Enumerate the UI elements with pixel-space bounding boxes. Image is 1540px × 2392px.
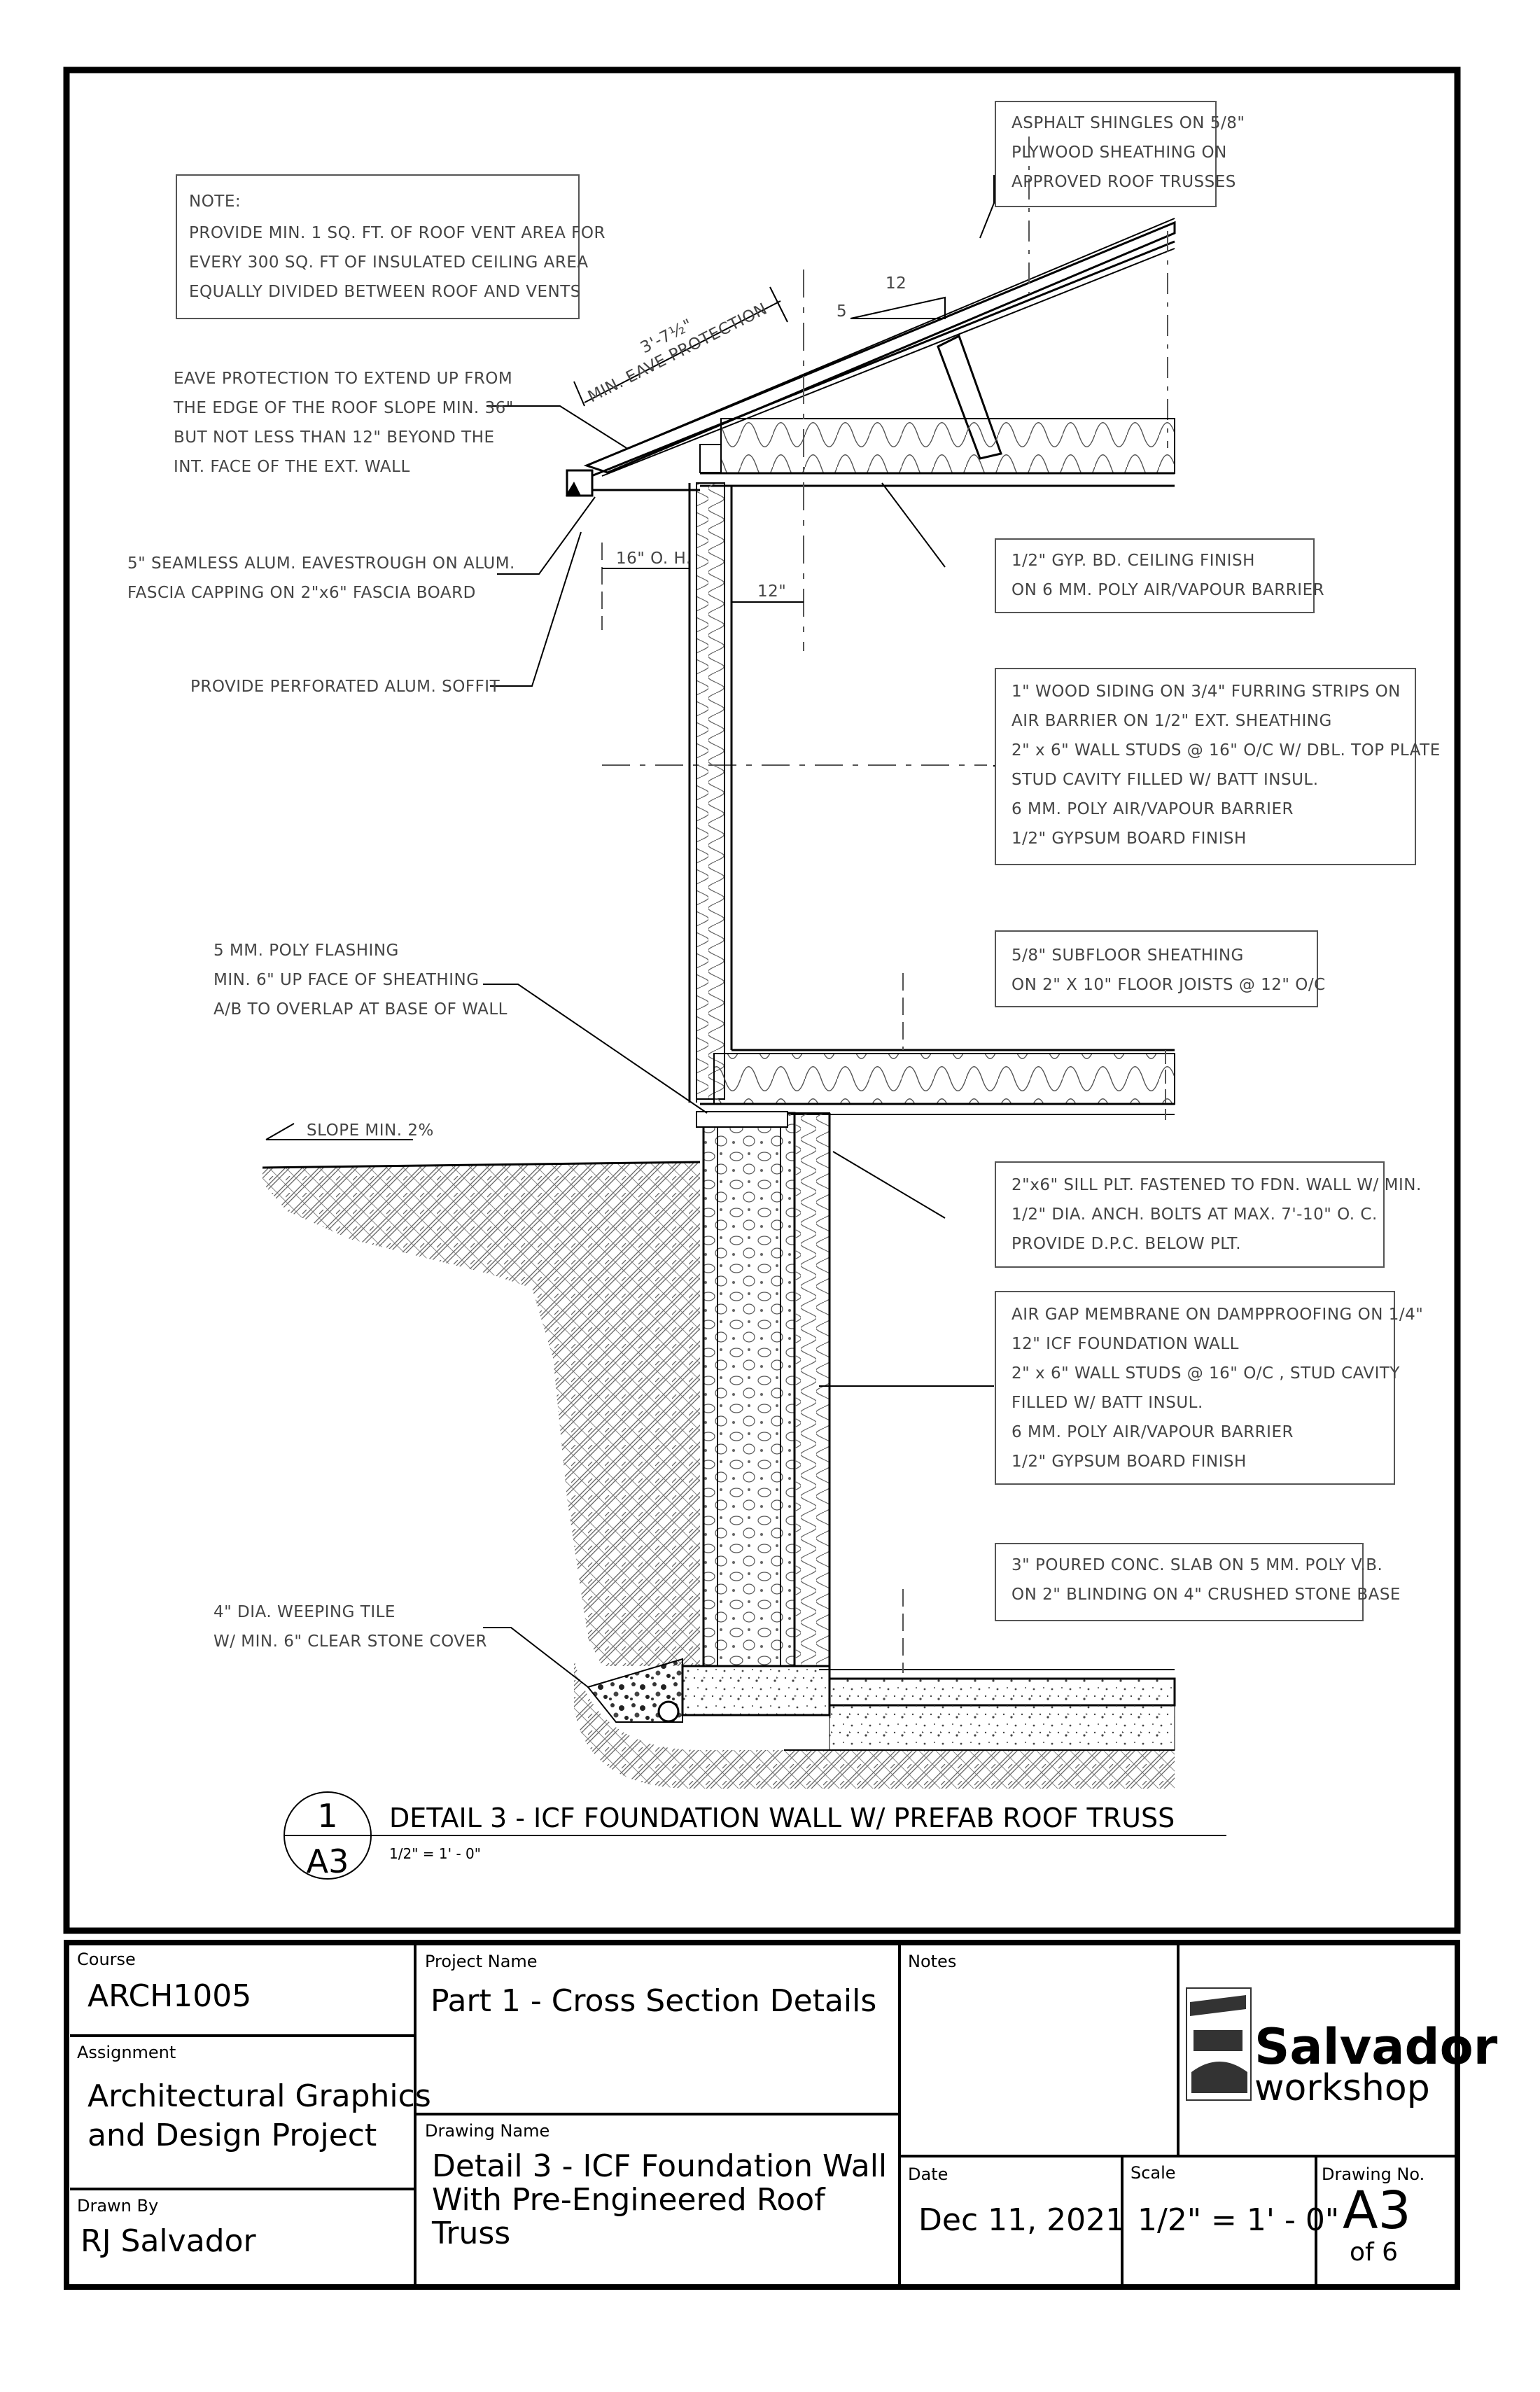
- detail-title: 1 A3 DETAIL 3 - ICF FOUNDATION WALL W/ P…: [284, 1791, 1226, 1880]
- note-title: NOTE:: [189, 193, 241, 211]
- drawing-of: of 6: [1350, 2238, 1399, 2267]
- drawn-by-value: RJ Salvador: [80, 2223, 256, 2259]
- logo-name: Salvador: [1254, 2018, 1498, 2076]
- title-block: [64, 1940, 1460, 2290]
- assignment-label: Assignment: [77, 2043, 176, 2062]
- sill-note-box: [995, 1161, 1385, 1268]
- eave-dimension-label: MIN. EAVE PROTECTION: [585, 300, 770, 406]
- ceiling-note: ON 6 MM. POLY AIR/VAPOUR BARRIER: [1011, 581, 1324, 599]
- drawing-name-value: Truss: [432, 2216, 511, 2251]
- sill-note: 2"x6" SILL PLT. FASTENED TO FDN. WALL W/…: [1011, 1176, 1422, 1194]
- eavestrough-note: 5" SEAMLESS ALUM. EAVESTROUGH ON ALUM.: [127, 554, 515, 573]
- earth-fill: [262, 1162, 700, 1666]
- foundation-note: 6 MM. POLY AIR/VAPOUR BARRIER: [1011, 1423, 1294, 1441]
- overhang-dimension: 16" O. H.: [616, 550, 692, 568]
- floor-assembly: [700, 973, 1175, 1120]
- slab-note: ON 2" BLINDING ON 4" CRUSHED STONE BASE: [1011, 1586, 1401, 1604]
- note-box: [176, 174, 580, 319]
- detail-number: 1: [317, 1797, 337, 1835]
- flashing-note: 5 MM. POLY FLASHING: [214, 942, 399, 960]
- drawing-no-label: Drawing No.: [1322, 2164, 1425, 2184]
- drawing-name-value: With Pre-Engineered Roof: [432, 2182, 825, 2218]
- twelve-dimension: 12": [757, 582, 786, 601]
- foundation-note: 12" ICF FOUNDATION WALL: [1011, 1335, 1239, 1353]
- flashing-note: A/B TO OVERLAP AT BASE OF WALL: [214, 1000, 507, 1019]
- course-label: Course: [77, 1950, 136, 1969]
- foundation-note: AIR GAP MEMBRANE ON DAMPPROOFING ON 1/4": [1011, 1306, 1423, 1324]
- eavestrough-note: FASCIA CAPPING ON 2"x6" FASCIA BOARD: [127, 584, 476, 602]
- drawing-border: [63, 67, 1461, 1934]
- drawing-no-value: A3: [1343, 2181, 1411, 2241]
- logo-sub: workshop: [1254, 2067, 1430, 2109]
- ceiling-note-box: [995, 538, 1315, 613]
- gravel: [587, 1658, 683, 1723]
- drawn-by-label: Drawn By: [77, 2196, 159, 2216]
- slab: [828, 1677, 1176, 1707]
- wall-note: AIR BARRIER ON 1/2" EXT. SHEATHING: [1011, 712, 1332, 730]
- weeping-note: 4" DIA. WEEPING TILE: [214, 1603, 396, 1621]
- roof-note: APPROVED ROOF TRUSSES: [1011, 173, 1236, 191]
- subfloor-note-box: [995, 930, 1318, 1007]
- subfloor-note: 5/8" SUBFLOOR SHEATHING: [1011, 946, 1244, 965]
- date-label: Date: [908, 2164, 948, 2184]
- slope-rise: 5: [836, 302, 847, 321]
- wall-note: STUD CAVITY FILLED W/ BATT INSUL.: [1011, 771, 1319, 789]
- detail-title-text: DETAIL 3 - ICF FOUNDATION WALL W/ PREFAB…: [389, 1803, 1175, 1833]
- footing: [681, 1665, 831, 1716]
- sill-note: 1/2" DIA. ANCH. BOLTS AT MAX. 7'-10" O. …: [1011, 1205, 1378, 1224]
- roof-note-box: [995, 101, 1217, 207]
- eave-note: EAVE PROTECTION TO EXTEND UP FROM: [174, 370, 512, 388]
- slab-note-box: [995, 1543, 1364, 1621]
- wall-note: 1/2" GYPSUM BOARD FINISH: [1011, 830, 1247, 848]
- roof-assembly: [566, 137, 1176, 497]
- soffit-note: PROVIDE PERFORATED ALUM. SOFFIT: [190, 678, 500, 696]
- course-value: ARCH1005: [88, 1978, 252, 2014]
- note-line: PROVIDE MIN. 1 SQ. FT. OF ROOF VENT AREA…: [189, 224, 606, 242]
- detail-sheet: A3: [307, 1842, 349, 1880]
- notes-label: Notes: [908, 1952, 957, 1971]
- note-line: EVERY 300 SQ. FT OF INSULATED CEILING AR…: [189, 253, 589, 272]
- wall-note-box: [995, 668, 1416, 865]
- section-detail: [176, 101, 1416, 1789]
- ceiling-note: 1/2" GYP. BD. CEILING FINISH: [1011, 552, 1255, 570]
- project-value: Part 1 - Cross Section Details: [430, 1983, 877, 2019]
- wall-note: 6 MM. POLY AIR/VAPOUR BARRIER: [1011, 800, 1294, 818]
- roof-note: PLYWOOD SHEATHING ON: [1011, 144, 1227, 162]
- foundation-note: 2" x 6" WALL STUDS @ 16" O/C , STUD CAVI…: [1011, 1364, 1400, 1383]
- date-value: Dec 11, 2021: [918, 2202, 1126, 2238]
- eave-note: THE EDGE OF THE ROOF SLOPE MIN. 36": [173, 399, 514, 417]
- weeping-note: W/ MIN. 6" CLEAR STONE COVER: [214, 1632, 487, 1651]
- weeping-tile: [657, 1700, 680, 1723]
- foundation-note: 1/2" GYPSUM BOARD FINISH: [1011, 1453, 1247, 1471]
- scale-label: Scale: [1130, 2163, 1176, 2183]
- wall-note: 2" x 6" WALL STUDS @ 16" O/C W/ DBL. TOP…: [1011, 741, 1441, 760]
- slab-note: 3" POURED CONC. SLAB ON 5 MM. POLY V.B.: [1011, 1556, 1382, 1574]
- salvador-logo: Salvador workshop: [1186, 1987, 1498, 2109]
- flashing-note: MIN. 6" UP FACE OF SHEATHING: [214, 971, 479, 989]
- scale-value: 1/2" = 1' - 0": [1138, 2202, 1340, 2238]
- icf-foundation: [696, 1111, 831, 1667]
- project-label: Project Name: [425, 1952, 538, 1971]
- slope-run: 12: [886, 274, 906, 293]
- wall-note: 1" WOOD SIDING ON 3/4" FURRING STRIPS ON: [1011, 683, 1401, 701]
- foundation-note: FILLED W/ BATT INSUL.: [1011, 1394, 1203, 1412]
- detail-scale: 1/2" = 1' - 0": [389, 1845, 481, 1862]
- eave-note: BUT NOT LESS THAN 12" BEYOND THE: [174, 428, 495, 447]
- subfloor-note: ON 2" X 10" FLOOR JOISTS @ 12" O/C: [1011, 976, 1326, 994]
- upper-wall: [688, 482, 1175, 1103]
- assignment-value: Architectural Graphics: [88, 2078, 431, 2114]
- note-line: EQUALLY DIVIDED BETWEEN ROOF AND VENTS: [189, 283, 581, 301]
- assignment-value: and Design Project: [88, 2118, 377, 2153]
- foundation-note-box: [995, 1291, 1395, 1485]
- eave-note: INT. FACE OF THE EXT. WALL: [174, 458, 410, 476]
- sill-note: PROVIDE D.P.C. BELOW PLT.: [1011, 1235, 1241, 1253]
- slope-note: SLOPE MIN. 2%: [307, 1121, 434, 1140]
- drawing-name-label: Drawing Name: [425, 2121, 550, 2141]
- drawing-name-value: Detail 3 - ICF Foundation Wall: [432, 2148, 888, 2184]
- roof-note: ASPHALT SHINGLES ON 5/8": [1011, 114, 1245, 132]
